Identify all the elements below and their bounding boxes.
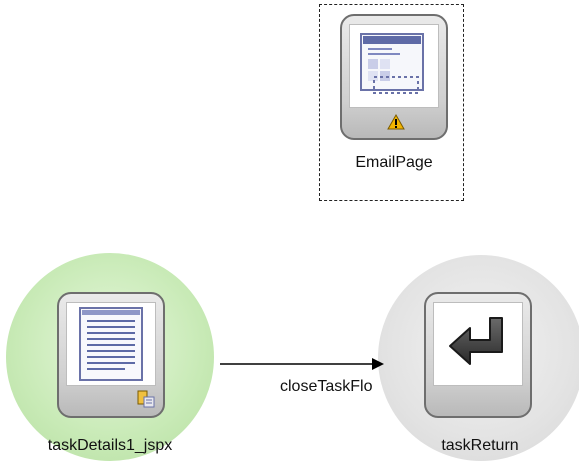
return-arrow-icon bbox=[449, 317, 503, 365]
page-fragment-icon bbox=[360, 33, 424, 94]
node-taskdetails1-jspx[interactable]: taskDetails1_jspx bbox=[40, 292, 190, 462]
document-icon bbox=[79, 307, 143, 381]
node-label: taskDetails1_jspx bbox=[47, 437, 173, 454]
node-tile bbox=[340, 14, 448, 140]
node-taskreturn[interactable]: taskReturn bbox=[400, 292, 560, 462]
node-tile bbox=[424, 292, 532, 418]
edge-arrowhead-icon bbox=[372, 358, 384, 370]
node-label: EmailPage bbox=[355, 154, 433, 171]
task-page-badge-icon bbox=[137, 390, 155, 408]
edge-label[interactable]: closeTaskFlo bbox=[280, 378, 373, 395]
warning-icon bbox=[387, 114, 405, 130]
selection-box bbox=[319, 4, 464, 201]
node-tile bbox=[57, 292, 165, 418]
node-emailpage[interactable]: EmailPage bbox=[332, 14, 452, 194]
node-label: taskReturn bbox=[441, 437, 519, 454]
